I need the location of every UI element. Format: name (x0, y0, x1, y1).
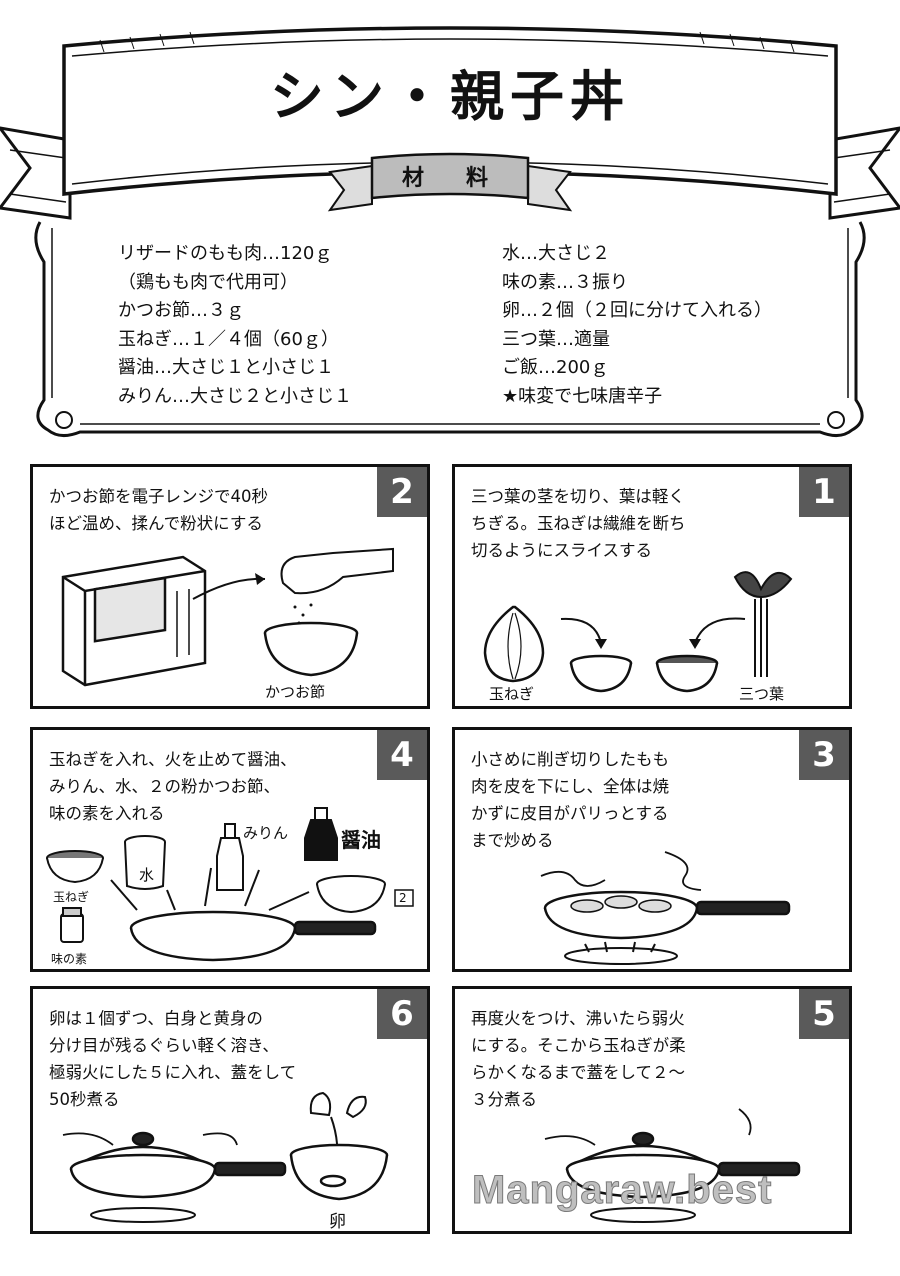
ingredient-item: かつお節…３ｇ (118, 300, 244, 321)
pan-lid-simmer-illustration (544, 1108, 801, 1223)
label-mizu: 水 (139, 866, 155, 884)
label-tamago: 卵 (329, 1212, 346, 1232)
label-mirin: みりん (243, 824, 289, 842)
ingredient-item: リザードのもも肉…120ｇ (118, 243, 333, 264)
measuring-cup-icon (124, 835, 166, 890)
ingredient-item: 水…大さじ２ (502, 243, 610, 264)
step-text: 卵は１個ずつ、白身と黄身の 分け目が残るぐらい軽く溶き、 極弱火にした５に入れ、… (49, 1009, 297, 1109)
hand-icon (280, 547, 394, 595)
frying-pan-icon (543, 890, 791, 940)
step-panel-1: 三つ葉の茎を切り、葉は軽く ちぎる。玉ねぎは繊維を断ち 切るようにスライスする … (452, 464, 852, 709)
frying-pan-icon (565, 1153, 801, 1199)
pan-lid-egg-illustration (62, 1091, 389, 1223)
stove-burner-icon (90, 1207, 196, 1223)
step-text: 小さめに削ぎ切りしたもも 肉を皮を下にし、全体は焼 かずに皮目がパリっとする ま… (471, 750, 669, 850)
step-text: 三つ葉の茎を切り、葉は軽く ちぎる。玉ねぎは繊維を断ち 切るようにスライスする (471, 487, 686, 560)
label-katsuobushi: かつお節 (265, 683, 326, 701)
step-number: 1 (799, 467, 849, 517)
label-mitsuba: 三つ葉 (739, 685, 785, 703)
mirin-bottle-icon (216, 823, 244, 891)
stove-burner-icon (564, 941, 678, 965)
stove-burner-icon (590, 1207, 696, 1223)
ingredient-item: 三つ葉…適量 (502, 328, 610, 350)
label-shoyu: 醤油 (341, 828, 381, 852)
bowl-icon (46, 850, 104, 884)
watermark: Mangaraw.best (471, 1168, 773, 1213)
label-ajinomoto: 味の素 (51, 952, 88, 966)
step-number: 6 (377, 989, 427, 1039)
bowl-icon (263, 621, 359, 677)
ingredient-item: みりん…大さじ２と小さじ１ (118, 385, 352, 407)
ingredient-item: 味の素…３振り (502, 271, 628, 293)
frying-pan-icon (69, 1153, 287, 1199)
header-banner-art (0, 26, 900, 437)
step-panel-3: 小さめに削ぎ切りしたもも 肉を皮を下にし、全体は焼 かずに皮目がパリっとする ま… (452, 727, 852, 972)
bowl-icon (569, 654, 633, 693)
onion-mitsuba-illustration (483, 571, 793, 693)
step-number: 4 (377, 730, 427, 780)
ingredient-item: 卵…２個（２回に分けて入れる） (502, 300, 772, 321)
step-number: 5 (799, 989, 849, 1039)
step-text: かつお節を電子レンジで40秒 ほど温め、揉んで粉状にする (49, 487, 268, 533)
ingredient-item: ご飯…200ｇ (502, 357, 609, 378)
onion-icon (483, 605, 545, 683)
step-panel-5: 再度火をつけ、沸いたら弱火 にする。そこから玉ねぎが柔 らかくなるまで蓋をして２… (452, 986, 852, 1234)
ingredient-item: 玉ねぎ…１／４個（60ｇ） (118, 328, 339, 350)
ingredient-item: 醤油…大さじ１と小さじ１ (118, 357, 334, 378)
ingredient-item: ★味変で七味唐辛子 (502, 385, 663, 407)
mitsuba-icon (733, 571, 793, 677)
label-tamanegi: 玉ねぎ (489, 685, 535, 703)
pan-chicken-illustration (540, 851, 791, 965)
step-number: 3 (799, 730, 849, 780)
microwave-illustration (61, 547, 394, 687)
bowl-icon (655, 654, 719, 693)
frying-pan-icon (129, 910, 377, 962)
label-tamanegi-small: 玉ねぎ (53, 890, 90, 904)
soy-sauce-bottle-icon (304, 807, 338, 861)
ingredients-list-left: リザードのもも肉…120ｇ （鶏もも肉で代用可） かつお節…３ｇ 玉ねぎ…１／４… (118, 240, 352, 411)
step-text: 再度火をつけ、沸いたら弱火 にする。そこから玉ねぎが柔 らかくなるまで蓋をして２… (471, 1009, 686, 1109)
ingredients-list-right: 水…大さじ２ 味の素…３振り 卵…２個（２回に分けて入れる） 三つ葉…適量 ご飯… (502, 240, 772, 411)
step-panel-2: かつお節を電子レンジで40秒 ほど温め、揉んで粉状にする 2 かつお節 (30, 464, 430, 709)
step-text: 玉ねぎを入れ、火を止めて醤油、 みりん、水、２の粉かつお節、 味の素を入れる (49, 750, 297, 823)
ingredients-heading: 材 料 (401, 166, 498, 191)
step-panel-6: 卵は１個ずつ、白身と黄身の 分け目が残るぐらい軽く溶き、 極弱火にした５に入れ、… (30, 986, 430, 1234)
page-title: シン・親子丼 (270, 65, 630, 128)
ajinomoto-shaker-icon (60, 907, 84, 943)
pan-ingredients-illustration (46, 807, 414, 962)
step-number: 2 (377, 467, 427, 517)
step-panel-4: 玉ねぎを入れ、火を止めて醤油、 みりん、水、２の粉かつお節、 味の素を入れる 4 (30, 727, 430, 972)
bowl-icon (316, 875, 386, 914)
ingredient-item: （鶏もも肉で代用可） (118, 271, 298, 293)
bowl-icon (289, 1143, 389, 1201)
label-ref-two: 2 (399, 891, 407, 905)
